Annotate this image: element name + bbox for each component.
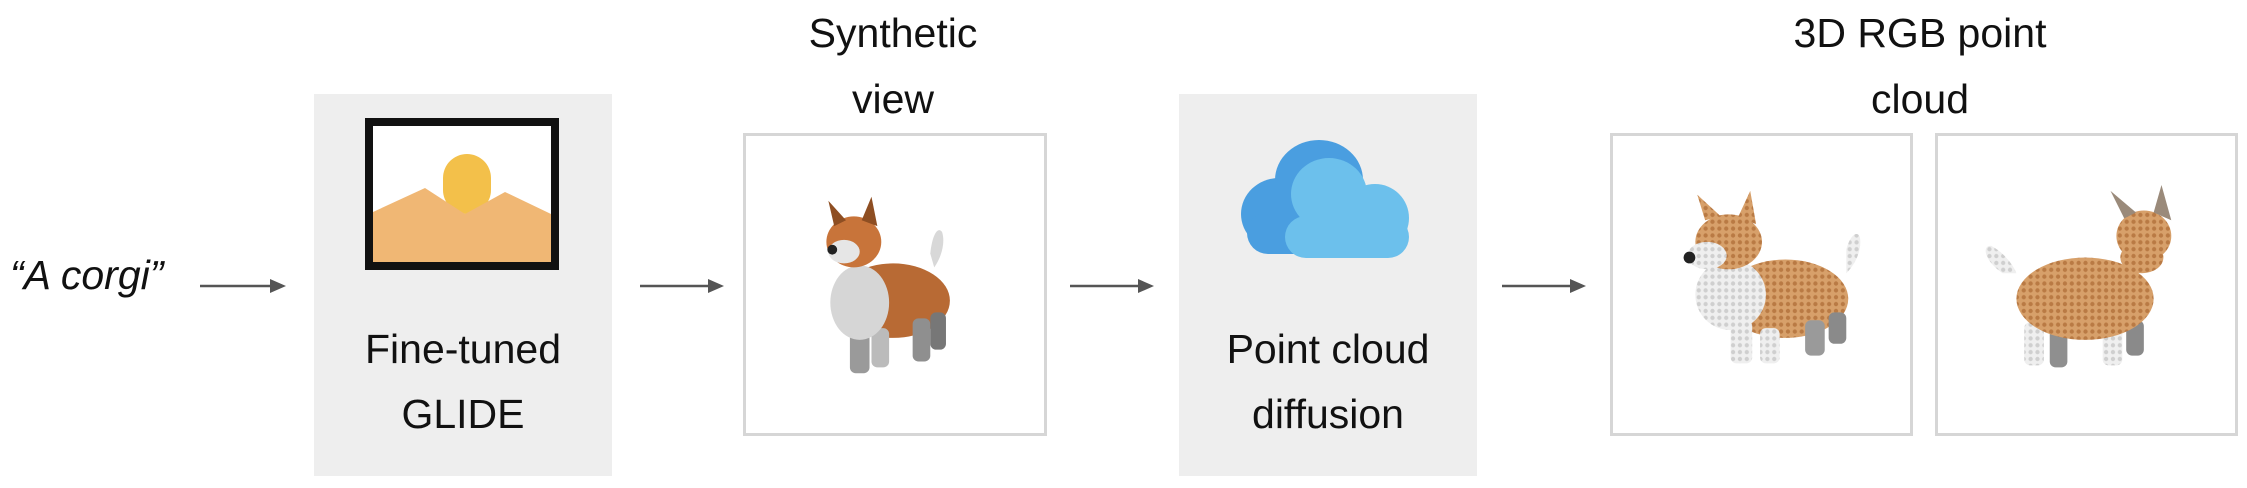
corgi-render-image [826,196,950,374]
arrow-icon [200,279,286,293]
image-icon [365,118,559,270]
corgi-point-cloud-image-2 [1985,185,2172,368]
glide-label-line2: GLIDE [401,391,525,437]
synthetic-view-caption-line1: Synthetic [808,10,978,56]
point-cloud-view-2-frame [1935,133,2238,436]
text-prompt: “A corgi” [10,252,164,298]
glide-label-line1: Fine-tuned [364,326,561,372]
diffusion-label-line1: Point cloud [1226,326,1430,372]
point-cloud-diffusion-box: Point cloud diffusion [1179,94,1477,476]
corgi-point-cloud-image-1 [1683,190,1861,364]
synthetic-view-caption: Synthetic view [740,0,1046,132]
arrow-icon [1502,279,1586,293]
cloud-icon [1241,140,1409,258]
point-cloud-caption-line1: 3D RGB point [1793,10,2047,56]
point-cloud-caption: 3D RGB point cloud [1760,0,2080,132]
glide-model-box: Fine-tuned GLIDE [314,94,612,476]
diffusion-label: Point cloud diffusion [1179,317,1477,447]
point-cloud-caption-line2: cloud [1870,76,1969,122]
synthetic-view-frame [743,133,1047,436]
glide-label: Fine-tuned GLIDE [314,317,612,447]
point-cloud-view-1-frame [1610,133,1913,436]
arrow-icon [640,279,724,293]
arrow-icon [1070,279,1154,293]
diffusion-label-line2: diffusion [1252,391,1404,437]
synthetic-view-caption-line2: view [851,76,935,122]
